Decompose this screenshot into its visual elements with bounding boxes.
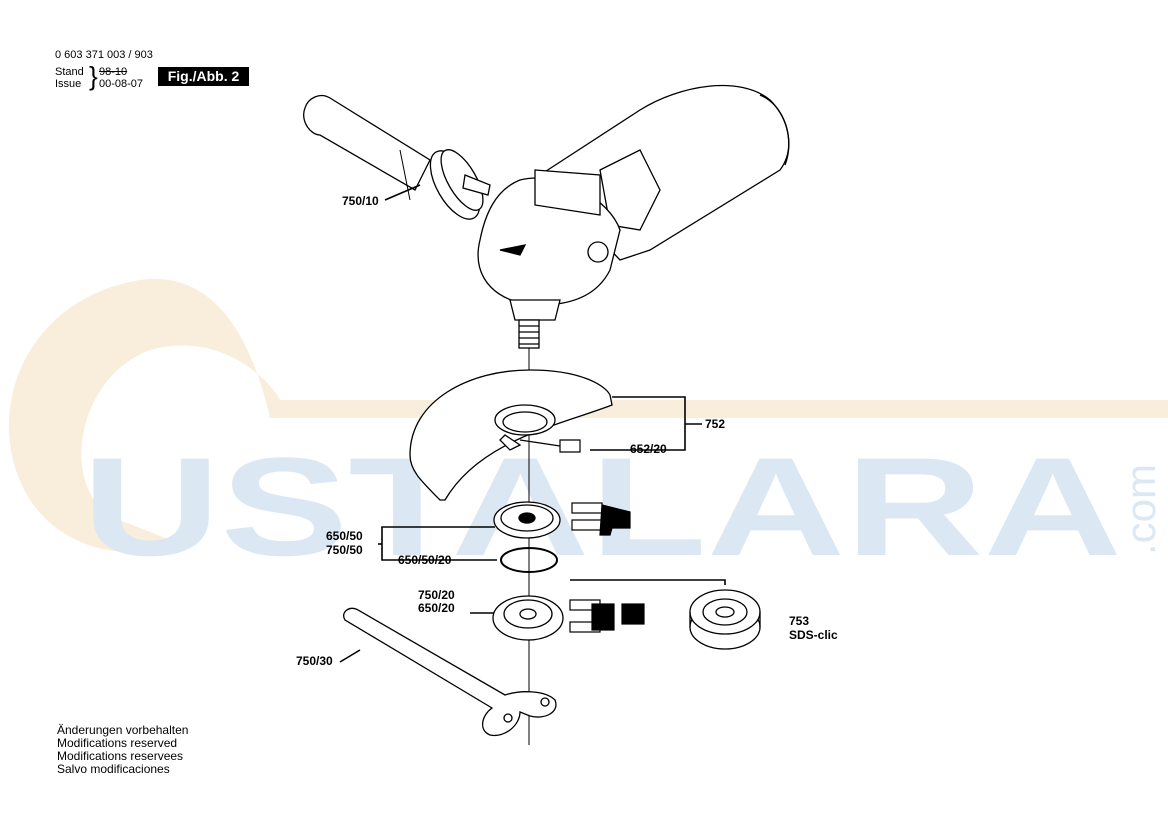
part-label-guard: 752 [705,417,726,431]
part-label-quick-nut: 753 [789,614,810,628]
guard-screw-drawing [519,439,581,453]
clamp-nut-drawing [493,501,561,539]
brace-glyph: } [89,61,98,91]
sds-clic-nut-drawing [689,589,761,650]
footer-line-es: Salvo modificaciones [57,762,170,776]
watermark-suffix: .com [1117,464,1164,555]
part-label-clamp-nut-a: 650/50 [326,529,363,543]
new-date: 00-08-07 [99,78,144,90]
side-handle-drawing [303,94,491,220]
flange-drawing [492,595,564,641]
part-label-side-handle: 750/10 [342,194,379,208]
part-label-guard-screw: 652/20 [630,442,667,456]
part-label-quick-nut-name: SDS-clic [789,628,838,642]
spanner-drawing [343,607,557,737]
profile-symbol-lower [569,599,645,633]
leader-lines [339,184,726,663]
issue-label: Issue [55,78,82,90]
part-label-clamp-nut-b: 750/50 [326,543,363,557]
stand-label: Stand [55,66,84,78]
footer-line-de: Änderungen vorbehalten [57,723,189,737]
footer-line-en: Modifications reserved [57,736,178,750]
o-ring-drawing [500,547,558,573]
part-label-o-ring: 650/50/20 [398,553,452,567]
part-label-flange-b: 650/20 [418,601,455,615]
footer-line-fr: Modifications reservees [57,749,184,763]
watermark-logo: USTALARA .com [8,278,1168,585]
grinder-body-drawing [477,84,790,349]
part-label-spanner: 750/30 [296,654,333,668]
part-label-flange-a: 750/20 [418,588,455,602]
figure-tag: Fig./Abb. 2 [158,67,249,86]
old-date: 98-10 [99,66,128,78]
profile-symbol-upper [571,502,631,536]
guard-drawing [409,369,613,501]
document-number: 0 603 371 003 / 903 [55,49,153,61]
